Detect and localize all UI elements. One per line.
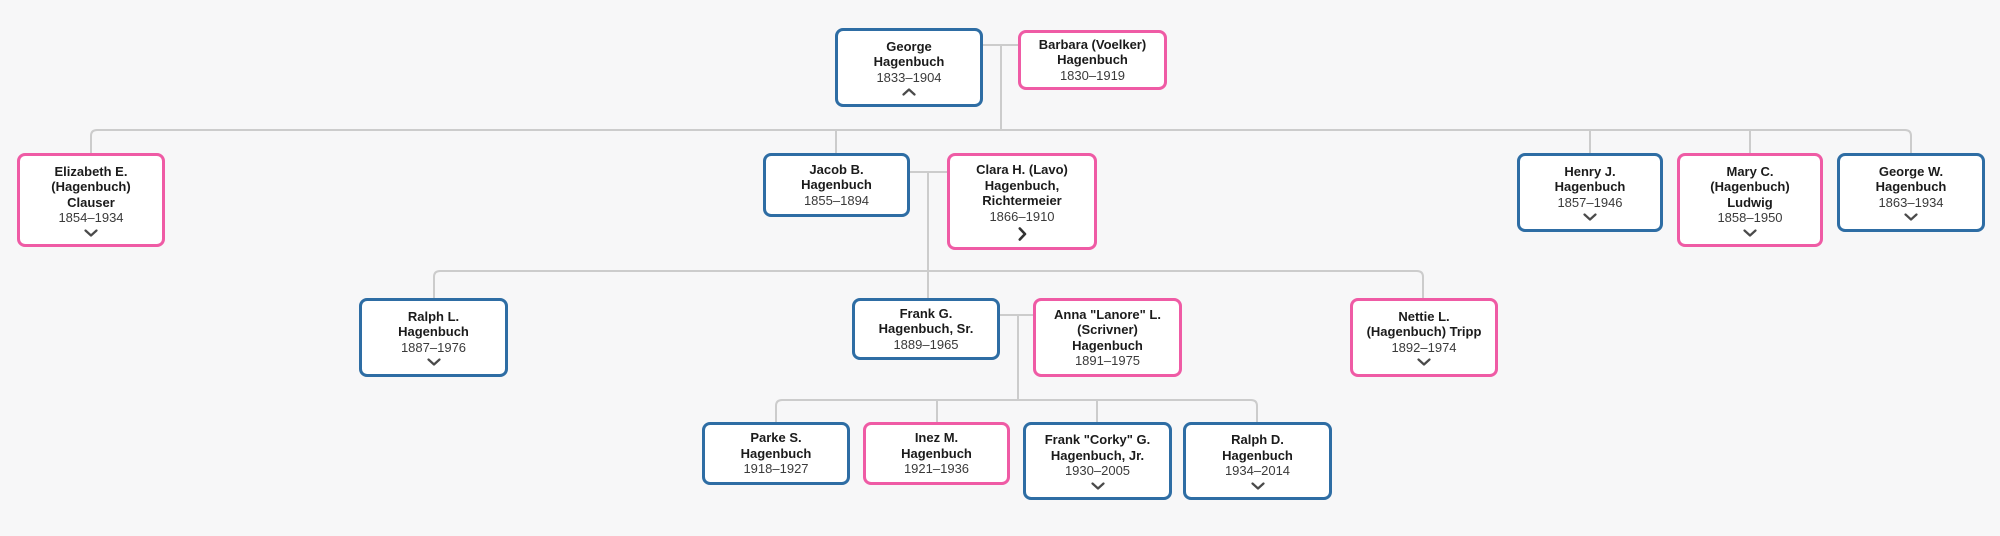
person-name: Nettie L. (Hagenbuch) Tripp bbox=[1366, 308, 1482, 340]
person-dates: 1863–1934 bbox=[1878, 194, 1944, 210]
person-card-henry-hagenbuch[interactable]: Henry J. Hagenbuch 1857–1946 bbox=[1517, 153, 1663, 232]
person-name: Anna "Lanore" L. (Scrivner) Hagenbuch bbox=[1054, 306, 1161, 353]
person-card-frank-hagenbuch-sr[interactable]: Frank G. Hagenbuch, Sr. 1889–1965 bbox=[852, 298, 1000, 360]
person-dates: 1891–1975 bbox=[1074, 353, 1141, 368]
person-dates: 1830–1919 bbox=[1059, 67, 1126, 83]
person-dates: 1892–1974 bbox=[1391, 339, 1457, 355]
person-card-frank-hagenbuch-jr[interactable]: Frank "Corky" G. Hagenbuch, Jr. 1930–200… bbox=[1023, 422, 1172, 500]
connector-rail-g4 bbox=[775, 399, 1258, 422]
person-card-barbara-voelker-hagenbuch[interactable]: Barbara (Voelker) Hagenbuch 1830–1919 bbox=[1018, 30, 1167, 90]
chevron-down-icon[interactable] bbox=[84, 228, 98, 237]
person-card-jacob-hagenbuch[interactable]: Jacob B. Hagenbuch 1855–1894 bbox=[763, 153, 910, 217]
person-name: Frank "Corky" G. Hagenbuch, Jr. bbox=[1044, 432, 1151, 463]
person-dates: 1833–1904 bbox=[876, 69, 942, 85]
person-card-anna-lanore-hagenbuch[interactable]: Anna "Lanore" L. (Scrivner) Hagenbuch 18… bbox=[1033, 298, 1182, 377]
chevron-right-icon[interactable] bbox=[1018, 227, 1027, 241]
chevron-down-icon[interactable] bbox=[1417, 358, 1431, 366]
person-card-inez-hagenbuch[interactable]: Inez M. Hagenbuch 1921–1936 bbox=[863, 422, 1010, 485]
person-dates: 1855–1894 bbox=[803, 192, 870, 208]
person-name: George W. Hagenbuch bbox=[1875, 163, 1947, 195]
person-name: Ralph D. Hagenbuch bbox=[1222, 432, 1293, 463]
person-dates: 1934–2014 bbox=[1224, 463, 1291, 479]
chevron-down-icon[interactable] bbox=[1250, 482, 1265, 490]
person-dates: 1887–1976 bbox=[400, 339, 467, 355]
person-card-mary-ludwig[interactable]: Mary C. (Hagenbuch) Ludwig 1858–1950 bbox=[1677, 153, 1823, 247]
person-name: Parke S. Hagenbuch bbox=[740, 430, 812, 461]
person-dates: 1889–1965 bbox=[893, 336, 959, 352]
person-name: Jacob B. Hagenbuch bbox=[801, 161, 872, 193]
person-name: Ralph L. Hagenbuch bbox=[398, 308, 469, 340]
chevron-down-icon[interactable] bbox=[1743, 228, 1757, 237]
person-card-george-hagenbuch[interactable]: George Hagenbuch 1833–1904 bbox=[835, 28, 983, 107]
person-name: Clara H. (Lavo) Hagenbuch, Richtermeier bbox=[976, 162, 1068, 208]
person-name: Elizabeth E. (Hagenbuch) Clauser bbox=[51, 163, 131, 210]
person-card-nettie-tripp[interactable]: Nettie L. (Hagenbuch) Tripp 1892–1974 bbox=[1350, 298, 1498, 377]
chevron-down-icon[interactable] bbox=[1090, 482, 1105, 490]
person-dates: 1857–1946 bbox=[1557, 194, 1623, 210]
person-name: George Hagenbuch bbox=[873, 38, 945, 70]
chevron-down-icon[interactable] bbox=[1583, 213, 1597, 221]
person-name: Barbara (Voelker) Hagenbuch bbox=[1038, 36, 1147, 68]
person-card-clara-hagenbuch-richtermeier[interactable]: Clara H. (Lavo) Hagenbuch, Richtermeier … bbox=[947, 153, 1097, 250]
connector-rail-g2 bbox=[90, 129, 1912, 153]
person-dates: 1930–2005 bbox=[1064, 463, 1131, 479]
person-name: Henry J. Hagenbuch bbox=[1554, 163, 1626, 195]
person-dates: 1854–1934 bbox=[58, 210, 124, 225]
person-card-ralph-d-hagenbuch[interactable]: Ralph D. Hagenbuch 1934–2014 bbox=[1183, 422, 1332, 500]
person-name: Inez M. Hagenbuch bbox=[901, 430, 972, 461]
chevron-down-icon[interactable] bbox=[426, 358, 441, 366]
person-dates: 1858–1950 bbox=[1717, 210, 1783, 225]
person-dates: 1918–1927 bbox=[743, 461, 809, 477]
chevron-down-icon[interactable] bbox=[1904, 213, 1918, 221]
person-name: Mary C. (Hagenbuch) Ludwig bbox=[1710, 163, 1790, 210]
person-card-ralph-l-hagenbuch[interactable]: Ralph L. Hagenbuch 1887–1976 bbox=[359, 298, 508, 377]
chevron-up-icon[interactable] bbox=[902, 88, 916, 96]
person-card-george-w-hagenbuch[interactable]: George W. Hagenbuch 1863–1934 bbox=[1837, 153, 1985, 232]
person-card-elizabeth-clauser[interactable]: Elizabeth E. (Hagenbuch) Clauser 1854–19… bbox=[17, 153, 165, 247]
person-card-parke-hagenbuch[interactable]: Parke S. Hagenbuch 1918–1927 bbox=[702, 422, 850, 485]
person-name: Frank G. Hagenbuch, Sr. bbox=[878, 305, 974, 337]
person-dates: 1866–1910 bbox=[989, 208, 1055, 224]
person-dates: 1921–1936 bbox=[903, 461, 970, 477]
